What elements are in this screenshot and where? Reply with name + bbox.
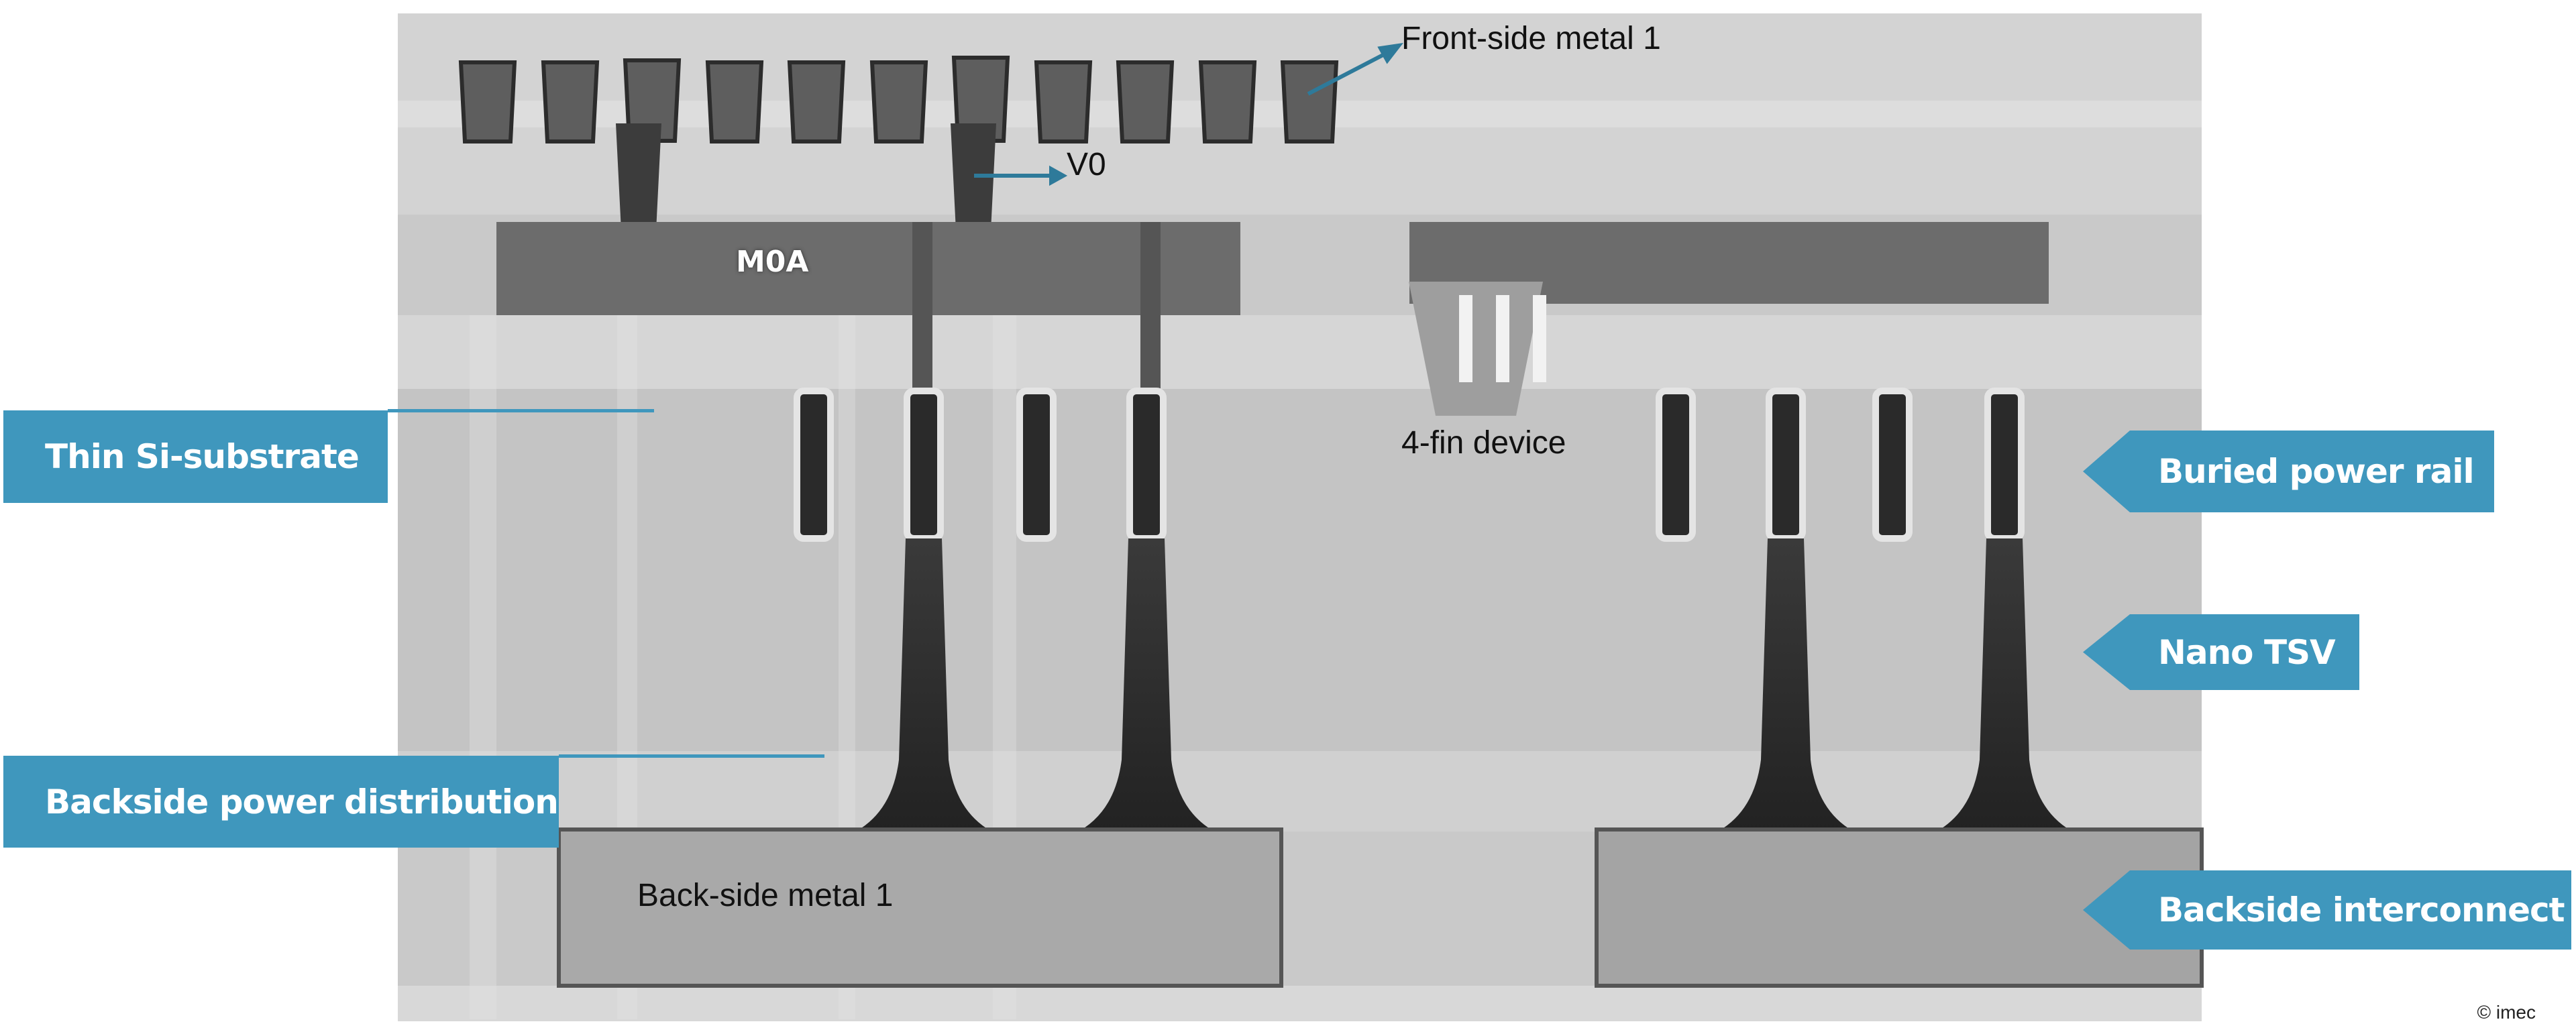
v0-vias (616, 123, 996, 231)
m0a-label: M0A (736, 245, 809, 279)
m0a-left (496, 222, 1240, 315)
callout-nano-tsv: Nano TSV (2083, 614, 2359, 690)
front-side-metal-1-arrow (1307, 48, 1393, 96)
callout-backside-interconnect: Backside interconnect (2083, 870, 2571, 950)
buried-power-rails (794, 388, 2025, 542)
nano-tsvs (852, 538, 2076, 834)
v0-label: V0 (1067, 147, 1106, 182)
back-side-metal-1-label: Back-side metal 1 (637, 878, 894, 913)
copyright-notice: © imec (2477, 1002, 2536, 1023)
four-fin-device (1409, 282, 1546, 416)
four-fin-device-label: 4-fin device (1401, 425, 1566, 461)
backside-power-distribution-leader-line (559, 754, 824, 758)
back-side-metal-1-left (557, 827, 1283, 988)
callout-backside-power-distribution: Backside power distribution (3, 756, 559, 848)
front-side-metal-1-label: Front-side metal 1 (1401, 21, 1661, 56)
front-side-metal-1-lines (458, 56, 1339, 144)
thin-si-substrate-leader-line (388, 409, 654, 412)
callout-buried-power-rail: Buried power rail (2083, 431, 2494, 512)
callout-thin-si-substrate: Thin Si-substrate (3, 410, 388, 503)
